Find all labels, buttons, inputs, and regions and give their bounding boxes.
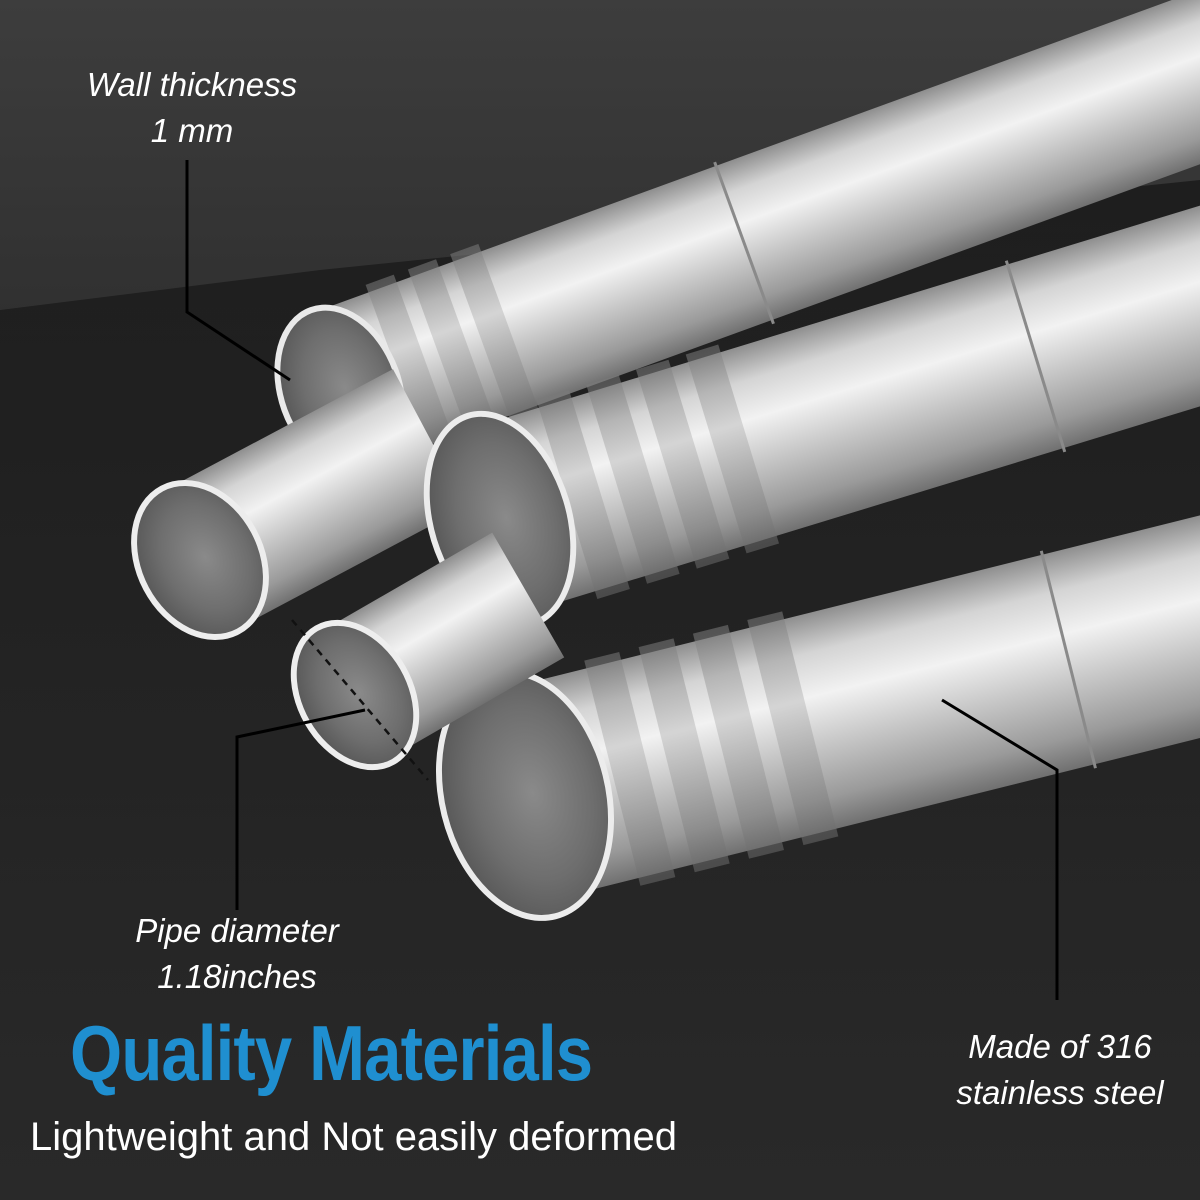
material-leader-line [941, 698, 1059, 1000]
wall-thickness-label: Wall thickness [86, 66, 298, 103]
material-label: Made of 316 [968, 1028, 1152, 1065]
pipe-bottom-right [435, 448, 1200, 921]
pipe-diameter-value: 1.18inches [157, 958, 317, 995]
pipe-left [131, 369, 467, 641]
wall-thickness-callout: Wall thickness 1 mm [72, 62, 312, 154]
material-value: stainless steel [956, 1074, 1164, 1111]
diameter-dashed-line [291, 619, 429, 781]
pipe-middle [423, 135, 1200, 630]
subline: Lightweight and Not easily deformed [30, 1115, 678, 1159]
wall-thickness-value: 1 mm [150, 112, 234, 149]
pipe-diameter-callout: Pipe diameter 1.18inches [112, 908, 362, 1000]
headline: Quality Materials [70, 1009, 593, 1097]
pipe-diameter-leader-line [235, 708, 366, 910]
material-callout: Made of 316 stainless steel [930, 1024, 1190, 1116]
wall-thickness-leader-line [185, 160, 291, 382]
pipe-diameter-label: Pipe diameter [135, 912, 339, 949]
